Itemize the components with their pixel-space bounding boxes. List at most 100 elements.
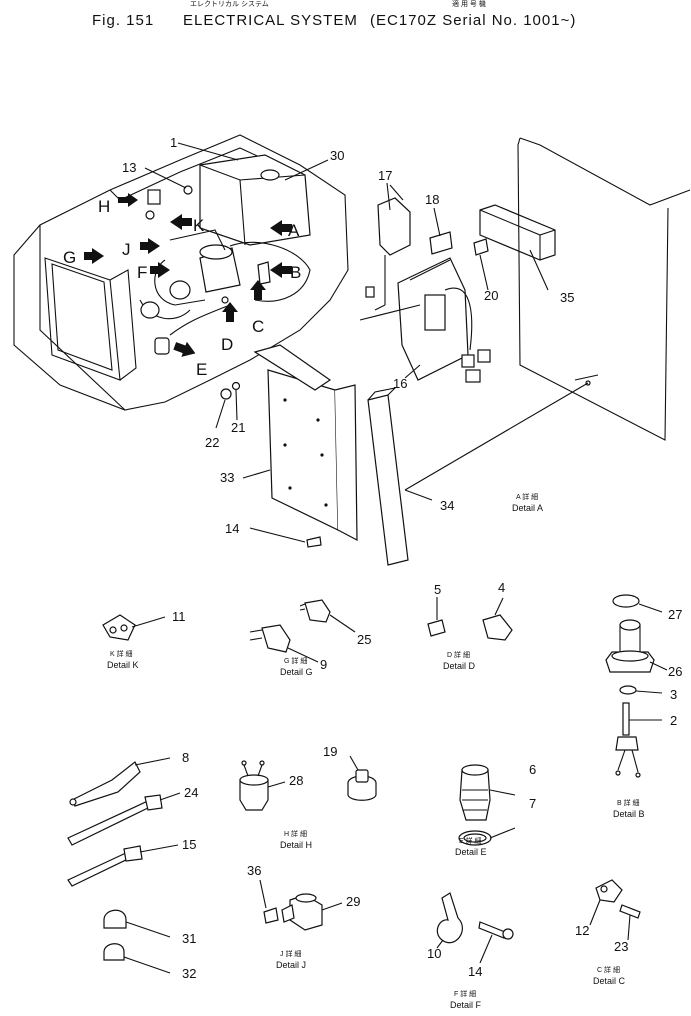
detail-f-label: Detail F: [450, 1000, 482, 1010]
callout-12: 12: [575, 923, 589, 938]
detail-k-label: Detail K: [107, 660, 139, 670]
callout-8: 8: [182, 750, 189, 765]
detail-d-label: Detail D: [443, 661, 476, 671]
parts-31-32: [103, 909, 171, 974]
callout-10: 10: [427, 946, 441, 961]
callout-leaders: [144, 142, 549, 543]
arrow-d: [222, 302, 238, 322]
detail-g: [249, 599, 356, 663]
callout-22: 22: [205, 435, 219, 450]
engine-assembly: [13, 134, 349, 411]
view-letter-c: C: [252, 317, 264, 336]
detail-b-jp: B 詳 細: [617, 798, 640, 807]
callout-5: 5: [434, 582, 441, 597]
detail-labels: A 詳 細 Detail A K 詳 細 Detail K G 詳 細 Deta…: [107, 492, 645, 1010]
header-jp-left: エレクトリカル システム: [190, 0, 269, 8]
header: エレクトリカル システム 適 用 号 機 Fig. 151 ELECTRICAL…: [92, 0, 576, 29]
callout-34: 34: [440, 498, 454, 513]
panel-assembly: [253, 137, 691, 566]
detail-e-jp: E 詳 細: [459, 836, 482, 845]
detail-h-label: Detail H: [280, 840, 312, 850]
callout-31: 31: [182, 931, 196, 946]
detail-a-label: Detail A: [512, 503, 543, 513]
callout-3: 3: [670, 687, 677, 702]
detail-c-label: Detail C: [593, 976, 626, 986]
detail-k-jp: K 詳 細: [110, 649, 133, 658]
callout-numbers: 1 13 30 17 18 20 35 16 22 21 33 34 14 11…: [122, 135, 682, 981]
arrow-a: [270, 220, 292, 236]
view-letter-e: E: [196, 360, 207, 379]
callout-35: 35: [560, 290, 574, 305]
callout-18: 18: [425, 192, 439, 207]
detail-a-jp: A 詳 細: [516, 492, 538, 501]
arrow-k: [170, 214, 192, 230]
callout-17: 17: [378, 168, 392, 183]
view-letter-d: D: [221, 335, 233, 354]
detail-d: [427, 597, 513, 641]
view-letter-h: H: [98, 197, 110, 216]
detail-g-jp: G 詳 細: [284, 656, 307, 665]
part-19: [347, 755, 377, 801]
fig-label: Fig. 151: [92, 12, 154, 29]
detail-f-jp: F 詳 細: [454, 989, 476, 998]
detail-k: [102, 614, 166, 641]
callout-1: 1: [170, 135, 177, 150]
detail-b-label: Detail B: [613, 809, 645, 819]
callout-20: 20: [484, 288, 498, 303]
callout-28: 28: [289, 773, 303, 788]
callout-14-main: 14: [225, 521, 239, 536]
callout-29: 29: [346, 894, 360, 909]
callout-36: 36: [247, 863, 261, 878]
detail-e-label: Detail E: [455, 847, 487, 857]
callout-24: 24: [184, 785, 198, 800]
callout-26: 26: [668, 664, 682, 679]
callout-33: 33: [220, 470, 234, 485]
arrow-j: [140, 238, 160, 254]
view-letter-b: B: [290, 263, 301, 282]
arrow-c: [250, 280, 266, 300]
callout-30: 30: [330, 148, 344, 163]
callout-21: 21: [231, 420, 245, 435]
detail-h: [239, 760, 286, 811]
figure-title: ELECTRICAL SYSTEM: [183, 12, 358, 29]
arrow-f: [150, 262, 170, 278]
callout-9: 9: [320, 657, 327, 672]
callout-14-detail: 14: [468, 964, 482, 979]
view-letter-f: F: [137, 263, 147, 282]
view-letter-j: J: [122, 240, 131, 259]
callout-2: 2: [670, 713, 677, 728]
detail-c-jp: C 詳 細: [597, 965, 620, 974]
detail-h-jp: H 詳 細: [284, 829, 307, 838]
detail-g-label: Detail G: [280, 667, 313, 677]
callout-27: 27: [668, 607, 682, 622]
callout-11: 11: [172, 609, 186, 624]
callout-23: 23: [614, 939, 628, 954]
detail-e: [458, 764, 516, 846]
arrow-h: [118, 193, 138, 207]
callout-4: 4: [498, 580, 505, 595]
view-letter-a: A: [288, 221, 300, 240]
view-arrows: H K A G J F B C D E: [63, 193, 301, 379]
detail-c: [589, 879, 641, 941]
arrow-g: [84, 248, 104, 264]
detail-f: [436, 892, 514, 964]
detail-b: [605, 594, 668, 778]
view-letter-g: G: [63, 248, 76, 267]
view-letter-k: K: [193, 216, 205, 235]
callout-6: 6: [529, 762, 536, 777]
header-jp-right: 適 用 号 機: [452, 0, 486, 8]
detail-j-label: Detail J: [276, 960, 306, 970]
callout-19: 19: [323, 744, 337, 759]
detail-j: [259, 879, 343, 931]
callout-15: 15: [182, 837, 196, 852]
arrow-e: [173, 341, 196, 357]
applicability: (EC170Z Serial No. 1001~): [370, 12, 576, 29]
detail-ties: [67, 757, 181, 887]
callout-13: 13: [122, 160, 136, 175]
detail-j-jp: J 詳 細: [280, 949, 301, 958]
callout-32: 32: [182, 966, 196, 981]
callout-25: 25: [357, 632, 371, 647]
detail-d-jp: D 詳 細: [447, 650, 470, 659]
callout-16: 16: [393, 376, 407, 391]
